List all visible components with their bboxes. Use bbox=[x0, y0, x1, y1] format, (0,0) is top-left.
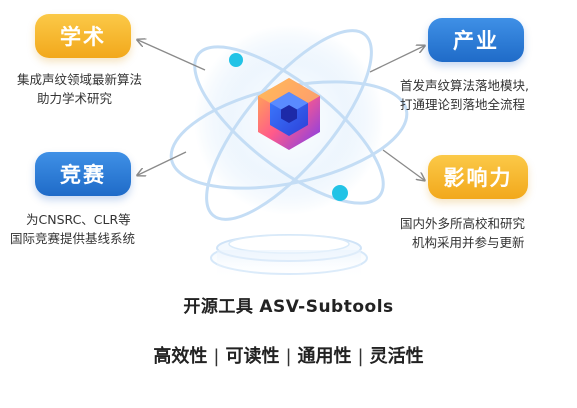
cube-logo bbox=[258, 78, 320, 150]
feature-item: 高效性 bbox=[153, 346, 208, 367]
base-platform bbox=[210, 234, 368, 280]
arrow-academic bbox=[138, 40, 206, 71]
electron-dot bbox=[229, 53, 243, 67]
electron-dot bbox=[332, 185, 348, 201]
connector-arrows bbox=[138, 40, 424, 180]
title-sub: ASV-Subtools bbox=[259, 297, 394, 317]
industry-line-1: 首发声纹算法落地模块, bbox=[400, 78, 529, 93]
competition-label: 竞赛 bbox=[60, 163, 106, 187]
academic-line-1: 集成声纹领域最新算法 bbox=[17, 72, 143, 87]
influence-description: 国内外多所高校和研究 机构采用并参与更新 bbox=[400, 214, 525, 252]
arrow-industry bbox=[369, 46, 424, 73]
arrow-influence bbox=[382, 149, 424, 180]
influence-pill: 影响力 bbox=[428, 155, 528, 199]
academic-pill: 学术 bbox=[35, 14, 131, 58]
arrow-competition bbox=[138, 151, 187, 175]
competition-line-2: 国际竞赛提供基线系统 bbox=[10, 231, 136, 246]
industry-description: 首发声纹算法落地模块, 打通理论到落地全流程 bbox=[400, 76, 529, 114]
industry-label: 产业 bbox=[453, 29, 499, 53]
academic-line-2: 助力学术研究 bbox=[37, 91, 113, 106]
title-main: 开源工具 bbox=[183, 297, 254, 317]
influence-line-2: 机构采用并参与更新 bbox=[412, 235, 525, 250]
industry-pill: 产业 bbox=[428, 18, 524, 62]
industry-line-2: 打通理论到落地全流程 bbox=[400, 97, 526, 112]
competition-line-1: 为CNSRC、CLR等 bbox=[26, 212, 131, 227]
academic-description: 集成声纹领域最新算法 助力学术研究 bbox=[17, 70, 142, 108]
competition-description: 为CNSRC、CLR等 国际竞赛提供基线系统 bbox=[10, 210, 135, 248]
feature-item: 通用性 bbox=[297, 346, 352, 367]
academic-label: 学术 bbox=[60, 25, 106, 49]
feature-item: 可读性 bbox=[225, 346, 280, 367]
influence-label: 影响力 bbox=[443, 166, 513, 190]
competition-pill: 竞赛 bbox=[35, 152, 131, 196]
feature-item: 灵活性 bbox=[369, 346, 424, 367]
influence-line-1: 国内外多所高校和研究 bbox=[400, 216, 526, 231]
feature-list: 高效性|可读性|通用性|灵活性 bbox=[153, 346, 424, 367]
